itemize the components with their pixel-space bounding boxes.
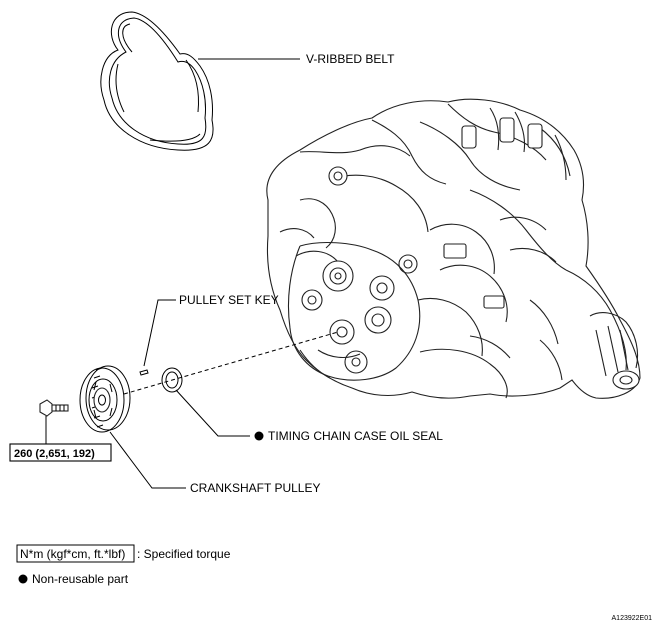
v-ribbed-belt-label: V-RIBBED BELT — [306, 52, 395, 66]
oil-seal-leader — [175, 389, 250, 437]
legend-torque-box-label: N*m (kgf*cm, ft.*lbf) — [20, 547, 125, 561]
figure-code: A123922E01 — [612, 615, 653, 622]
timing-chain-case-oil-seal-drawing — [161, 367, 183, 393]
v-ribbed-belt-drawing — [100, 11, 214, 151]
pulley-set-key-leader — [143, 299, 176, 367]
legend-torque-desc: : Specified torque — [137, 547, 231, 561]
torque-value-box — [9, 443, 112, 462]
engine-assembly-drawing — [266, 98, 641, 399]
legend-filled-circle-icon — [18, 574, 28, 584]
pulley-set-key-label: PULLEY SET KEY — [179, 293, 279, 307]
legend-torque-box — [16, 544, 135, 563]
timing-chain-case-oil-seal-label: TIMING CHAIN CASE OIL SEAL — [268, 429, 443, 443]
non-reusable-filled-circle-icon — [254, 431, 264, 441]
assembly-axis-dashed-line — [123, 331, 339, 395]
legend-nonreusable-desc: Non-reusable part — [32, 572, 129, 586]
crankshaft-pulley-leader — [109, 431, 186, 489]
pulley-set-key-drawing — [139, 369, 149, 376]
crankshaft-pulley-drawing — [79, 365, 131, 433]
crankshaft-pulley-label: CRANKSHAFT PULLEY — [190, 481, 320, 495]
crankshaft-pulley-bolt — [39, 399, 69, 417]
torque-value-label: 260 (2,651, 192) — [14, 448, 95, 460]
